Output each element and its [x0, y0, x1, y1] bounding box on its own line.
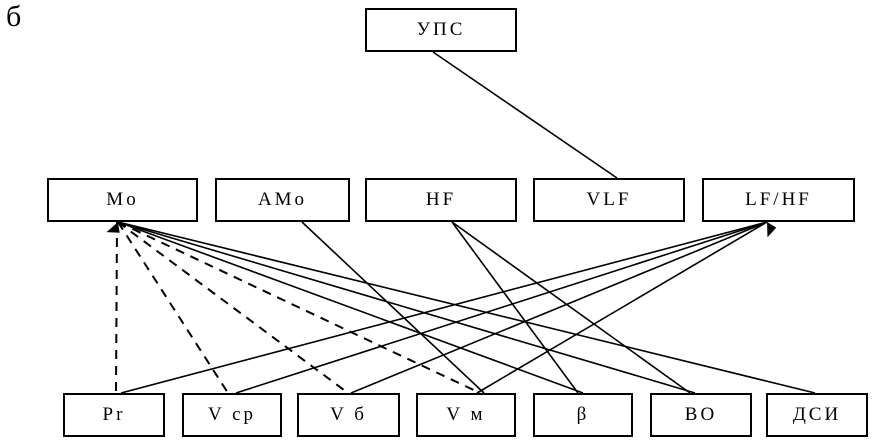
node-mo: Mo — [47, 178, 198, 222]
edge-lfhf-vsr — [235, 221, 768, 394]
node-vsr: V ср — [182, 393, 282, 437]
node-vo: ВО — [650, 393, 752, 437]
node-beta: β — [533, 393, 633, 437]
arrowhead-lfhf-bottom — [767, 222, 777, 238]
node-ups: УПС — [365, 8, 517, 52]
edge-lfhf-vm — [476, 221, 768, 394]
edge-hf-beta — [451, 221, 579, 394]
node-hf: HF — [365, 178, 517, 222]
node-pr: Pr — [63, 393, 165, 437]
figure-panel-label: б — [6, 0, 22, 33]
edge-hf-vo — [451, 221, 691, 394]
node-vb: V б — [297, 393, 400, 437]
node-amo: AMo — [215, 178, 350, 222]
arrowhead-mo-bottom — [106, 222, 120, 233]
edge-mo-vm — [117, 221, 481, 394]
node-vm: V м — [416, 393, 516, 437]
node-vlf: VLF — [533, 178, 685, 222]
edge-amo-vm — [301, 221, 485, 394]
node-dsi: ДСИ — [766, 393, 868, 437]
edge-mo-vo — [117, 221, 696, 394]
edge-lfhf-pr — [120, 221, 768, 394]
edge-ups-vlf — [432, 51, 618, 179]
edge-lfhf-vb — [350, 221, 768, 394]
node-lfhf: LF/HF — [702, 178, 855, 222]
edge-mo-dsi — [117, 221, 816, 394]
edge-mo-beta — [117, 221, 584, 394]
edge-mo-pr — [115, 221, 118, 394]
edge-mo-vsr — [117, 221, 229, 394]
